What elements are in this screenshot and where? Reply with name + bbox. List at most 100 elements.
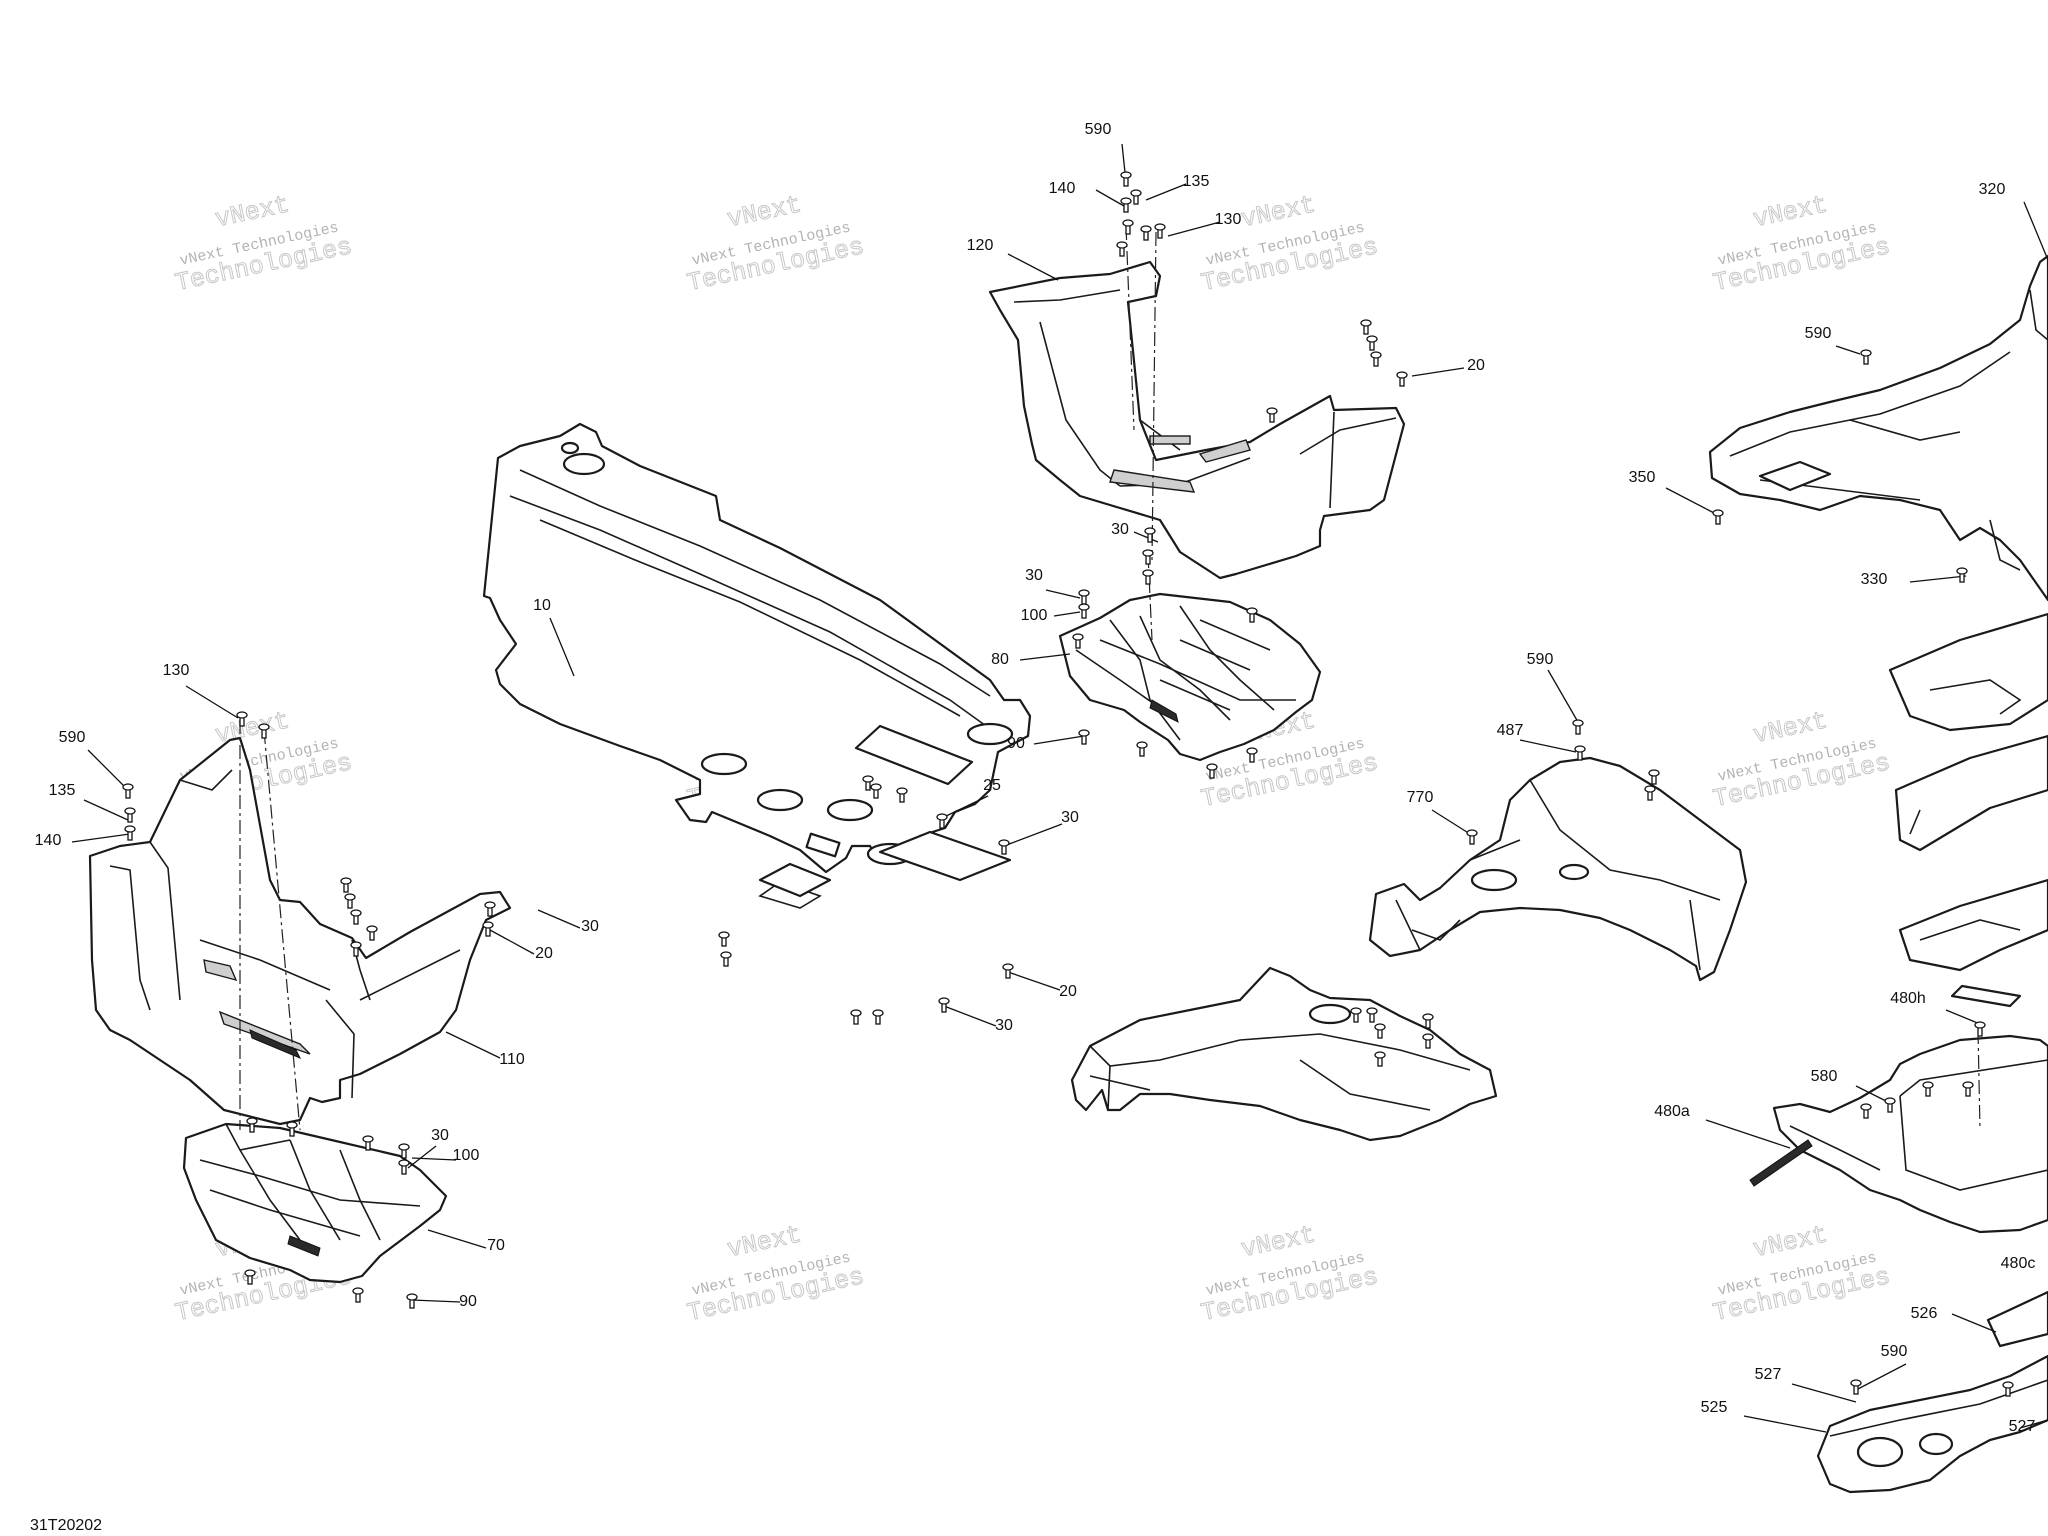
fastener-61 [1374,1023,1386,1039]
watermark-top-line: vNext [725,1220,804,1264]
callout-30: 30 [581,918,599,935]
fastener-47 [936,813,948,829]
watermark-top-line: vNext [725,190,804,234]
fastener-74 [2002,1381,2014,1397]
fastener-45 [896,787,908,803]
fastener-15 [1078,589,1090,605]
callout-770: 770 [1407,789,1434,806]
fastener-31 [366,925,378,941]
callout-90: 90 [459,1293,477,1310]
fastener-68 [1974,1021,1986,1037]
callout-20: 20 [1059,983,1077,1000]
callout-140: 140 [1049,180,1076,197]
fender-lower-panel [1070,966,1498,1142]
callout-70: 70 [487,1237,505,1254]
watermark-top-line: vNext [213,190,292,234]
callout-20: 20 [535,945,553,962]
fastener-22 [1136,741,1148,757]
callout-480a: 480a [1654,1103,1690,1120]
callout-80: 80 [991,651,1009,668]
part-10-frame-plate [482,422,1032,909]
fastener-10 [1396,371,1408,387]
callout-110: 110 [499,1051,525,1068]
fastener-30 [350,909,362,925]
callout-labels: 5901351401301202030301008090102530203013… [35,121,2036,1435]
fasteners-layer [122,171,2014,1397]
fastener-1 [1120,197,1132,213]
assembly-axes [239,225,1981,1131]
fastener-48 [1002,963,1014,979]
fastener-73 [1850,1379,1862,1395]
callout-90: 90 [1007,735,1025,752]
callout-590: 590 [1805,325,1832,342]
fastener-59 [1350,1007,1362,1023]
fastener-56 [1648,769,1660,785]
fastener-67 [1956,567,1968,583]
watermark-top-line: vNext [1751,190,1830,234]
fastener-2 [1130,189,1142,205]
fastener-28 [340,877,352,893]
leader-lines [71,143,2048,1433]
fastener-4 [1140,225,1152,241]
callout-480c: 480c [2001,1255,2036,1272]
callout-30: 30 [431,1127,449,1144]
fastener-35 [246,1117,258,1133]
fastener-64 [1422,1033,1434,1049]
fastener-40 [244,1269,256,1285]
fastener-25 [122,783,134,799]
callout-526: 526 [1911,1305,1938,1322]
part-80-right-footrest [1058,592,1322,762]
fastener-12 [1144,527,1156,543]
part-110-left-footwell [88,736,512,1126]
fastener-11 [1266,407,1278,423]
fastener-26 [124,807,136,823]
fastener-13 [1142,549,1154,565]
fastener-72 [1884,1097,1896,1113]
callout-140: 140 [35,832,62,849]
fastener-41 [406,1293,418,1309]
fastener-66 [1712,509,1724,525]
figure-code: 31T20202 [30,1517,102,1534]
fastener-65 [1860,349,1872,365]
fastener-52 [850,1009,862,1025]
callout-487: 487 [1497,722,1524,739]
watermark-top-line: vNext [1239,190,1318,234]
callout-590: 590 [59,729,86,746]
fastener-70 [1962,1081,1974,1097]
fastener-53 [872,1009,884,1025]
callout-100: 100 [1021,607,1048,624]
callout-135: 135 [1183,173,1210,190]
callout-10: 10 [533,597,551,614]
callout-135: 135 [49,782,76,799]
fastener-51 [720,951,732,967]
fastener-44 [870,783,882,799]
callout-30: 30 [1111,521,1129,538]
fastener-60 [1366,1007,1378,1023]
callout-25: 25 [983,777,1001,794]
fastener-23 [236,711,248,727]
fastener-69 [1922,1081,1934,1097]
fastener-0 [1120,171,1132,187]
fastener-29 [344,893,356,909]
fastener-43 [862,775,874,791]
callout-30: 30 [1025,567,1043,584]
fastener-49 [938,997,950,1013]
fastener-50 [718,931,730,947]
fastener-3 [1122,219,1134,235]
watermark-top-line: vNext [1239,1220,1318,1264]
callout-580: 580 [1811,1068,1838,1085]
fastener-16 [1078,603,1090,619]
callout-100: 100 [453,1147,480,1164]
watermark-top-line: vNext [1751,706,1830,750]
callout-20: 20 [1467,357,1485,374]
fastener-14 [1142,569,1154,585]
part-320-rear-rack [1708,254,2048,602]
fastener-32 [350,941,362,957]
callout-525: 525 [1701,1399,1728,1416]
part-480-panels [1749,612,2048,1234]
